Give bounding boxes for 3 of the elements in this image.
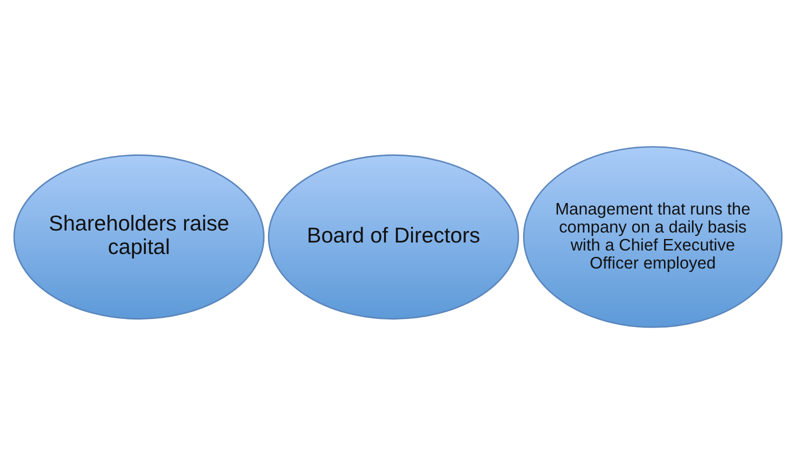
- node-ellipse: Management that runs the company on a daily basis with a Chief Executive Officer employed: [523, 146, 783, 328]
- node-ellipse: Board of Directors: [268, 154, 520, 320]
- node-ellipse: Shareholders raise capital: [13, 154, 265, 320]
